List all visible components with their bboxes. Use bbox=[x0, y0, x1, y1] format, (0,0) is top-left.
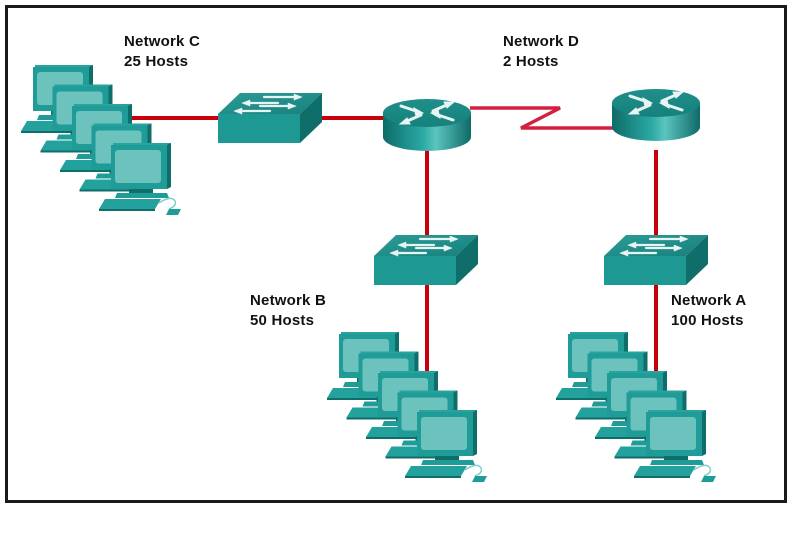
router-2-icon[interactable] bbox=[610, 87, 702, 143]
mouse-icon bbox=[472, 476, 487, 482]
diagram-frame bbox=[5, 5, 787, 503]
network-d-label: Network D 2 Hosts bbox=[503, 32, 579, 72]
network-c-name: Network C bbox=[124, 33, 200, 50]
network-a-hosts: 100 Hosts bbox=[671, 312, 744, 329]
pc-group-b-icon[interactable] bbox=[327, 332, 487, 482]
switch-b-icon[interactable] bbox=[372, 233, 480, 287]
network-a-name: Network A bbox=[671, 292, 747, 309]
mouse-cable-icon bbox=[158, 197, 177, 210]
network-d-name: Network D bbox=[503, 33, 579, 50]
network-b-name: Network B bbox=[250, 292, 326, 309]
network-c-hosts: 25 Hosts bbox=[124, 53, 189, 70]
network-c-label: Network C 25 Hosts bbox=[124, 32, 200, 72]
network-b-hosts: 50 Hosts bbox=[250, 312, 315, 329]
mouse-cable-icon bbox=[693, 464, 712, 477]
network-a-label: Network A 100 Hosts bbox=[671, 291, 746, 331]
link-serial-router-1-to-router-2 bbox=[470, 106, 613, 130]
mouse-icon bbox=[166, 209, 181, 215]
network-d-hosts: 2 Hosts bbox=[503, 53, 559, 70]
mouse-icon bbox=[701, 476, 716, 482]
pc-group-c-icon[interactable] bbox=[21, 65, 181, 215]
pc-group-a-icon[interactable] bbox=[556, 332, 716, 482]
switch-a-icon[interactable] bbox=[602, 233, 710, 287]
links bbox=[128, 106, 658, 372]
router-1-icon[interactable] bbox=[381, 97, 473, 153]
network-b-label: Network B 50 Hosts bbox=[250, 291, 326, 331]
mouse-cable-icon bbox=[464, 464, 483, 477]
switch-c-icon[interactable] bbox=[216, 91, 324, 145]
